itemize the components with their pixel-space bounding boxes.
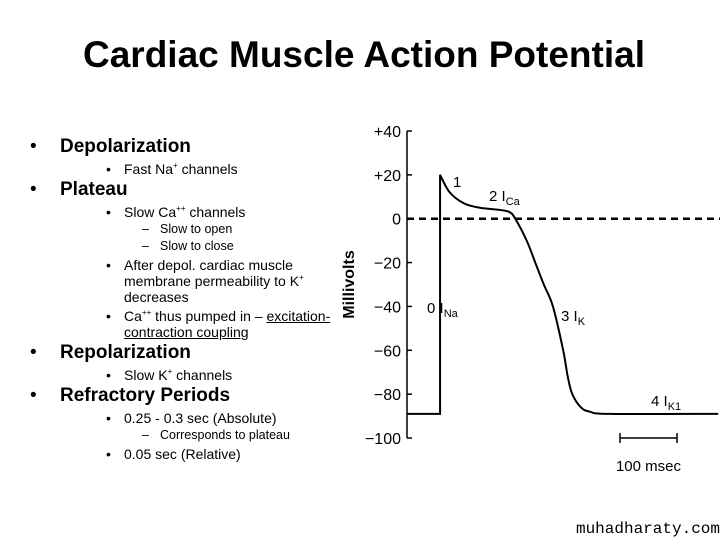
bullet-list: Depolarization Fast Na+ channels Plateau… xyxy=(30,134,350,462)
bullet-after-depol: After depol. cardiac muscle membrane per… xyxy=(30,257,350,305)
bullet-slow-ca: Slow Ca++ channels xyxy=(30,204,350,220)
bullet-repolarization: Repolarization xyxy=(30,342,350,364)
bullet-depolarization: Depolarization xyxy=(30,136,350,158)
y-tick-label: −100 xyxy=(365,431,401,448)
bullet-relative: 0.05 sec (Relative) xyxy=(30,446,350,462)
y-tick-label: +20 xyxy=(374,168,401,185)
y-tick-label: −20 xyxy=(374,256,401,273)
y-axis-label: Millivolts xyxy=(341,250,358,319)
bullet-slow-close: Slow to close xyxy=(30,238,350,254)
bullet-fast-na: Fast Na+ channels xyxy=(30,161,350,177)
bullet-absolute: 0.25 - 0.3 sec (Absolute) xyxy=(30,410,350,426)
y-tick-label: −40 xyxy=(374,299,401,316)
bullet-corresponds: Corresponds to plateau xyxy=(30,427,350,443)
scale-bar-label: 100 msec xyxy=(616,458,682,475)
y-tick-label: −60 xyxy=(374,343,401,360)
phase-label-1: 1 xyxy=(453,174,461,191)
y-tick-label: −80 xyxy=(374,387,401,404)
action-potential-line xyxy=(407,174,719,416)
phase-label-0: 0 INa xyxy=(427,300,459,320)
bullet-plateau: Plateau xyxy=(30,179,350,201)
y-tick-label: 0 xyxy=(392,212,401,229)
watermark: muhadharaty.com xyxy=(575,520,720,538)
bullet-slow-open: Slow to open xyxy=(30,221,350,237)
bullet-ca-pumped: Ca++ thus pumped in – excitation-contrac… xyxy=(30,308,350,340)
bullet-refractory: Refractory Periods xyxy=(30,385,350,407)
y-tick-label: +40 xyxy=(374,124,401,141)
phase-label-4: 4 IK1 xyxy=(651,393,681,413)
bullet-slow-k: Slow K+ channels xyxy=(30,367,350,383)
excitation-contraction-link[interactable]: excitation-contraction coupling xyxy=(124,308,331,340)
slide-title: Cardiac Muscle Action Potential xyxy=(83,34,645,75)
phase-label-2: 2 ICa xyxy=(489,188,521,208)
phase-label-3: 3 IK xyxy=(561,308,586,328)
